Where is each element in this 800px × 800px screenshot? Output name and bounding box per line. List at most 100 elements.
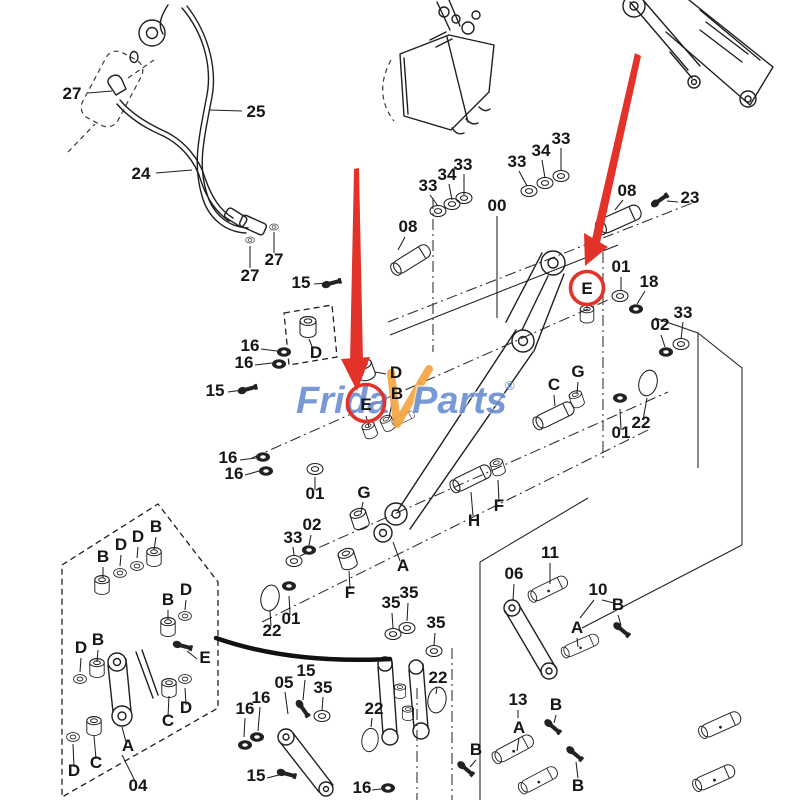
label-B-bushing: B: [162, 590, 174, 609]
label-01-washer: 01: [612, 257, 631, 276]
label-16-nut: 16: [236, 699, 255, 718]
bushing-kit-box: [61, 503, 219, 799]
label-02-washer: 02: [651, 315, 670, 334]
label-33-washer: 33: [552, 129, 571, 148]
label-24-hose: 24: [132, 164, 151, 183]
label-34-washer: 34: [438, 165, 457, 184]
label-D-ring: D: [180, 580, 192, 599]
label-13-group: 13: [509, 690, 528, 709]
link-04-assembly: [107, 649, 159, 727]
label-D-ring: D: [132, 527, 144, 546]
label-B-bushing: B: [150, 517, 162, 536]
label-34-washer: 34: [532, 141, 551, 160]
link-22-assembly: [377, 656, 430, 746]
label-H-pin: H: [468, 511, 480, 530]
red-arrow-left-shaft: [350, 168, 363, 363]
link-06-assembly: [503, 599, 558, 680]
label-16-nut: 16: [219, 448, 238, 467]
label-A-link: A: [122, 736, 134, 755]
label-01-washer: 01: [306, 484, 325, 503]
label-B-bolt: B: [470, 740, 482, 759]
watermark: Frida Parts ®: [295, 365, 515, 428]
label-27-clamp: 27: [63, 84, 82, 103]
label-33-washer: 33: [284, 528, 303, 547]
label-D-bushing: D: [390, 363, 402, 382]
label-15-bolt: 15: [292, 273, 311, 292]
label-16-nut: 16: [225, 464, 244, 483]
label-22-seal: 22: [632, 413, 651, 432]
red-arrow-right-head: [584, 233, 608, 266]
label-00-link: 00: [488, 196, 507, 215]
red-arrow-left-head: [341, 357, 370, 391]
kit-box-callout-curve: [213, 635, 393, 663]
link-05-assembly: [277, 728, 334, 797]
label-16-nut: 16: [353, 778, 372, 797]
label-27-oring2: 27: [265, 250, 284, 269]
label-B-bolt: B: [612, 595, 624, 614]
label-33-washer: 33: [508, 152, 527, 171]
label-04-kit: 04: [129, 776, 148, 795]
hardware-parts: [66, 169, 744, 797]
arm-sketch: [622, 0, 774, 108]
label-25-hose: 25: [247, 102, 266, 121]
label-35-washer: 35: [382, 593, 401, 612]
label-D-bushing: D: [310, 343, 322, 362]
label-C-bushing: C: [90, 753, 102, 772]
label-B-bolt: B: [572, 776, 584, 795]
watermark-registered-mark: ®: [505, 378, 515, 393]
label-F-bushing: F: [345, 583, 355, 602]
axis-lines: [251, 198, 743, 800]
label-E-circled: E: [581, 279, 592, 298]
label-D-ring: D: [115, 535, 127, 554]
label-G-bushing: G: [357, 483, 370, 502]
label-01-washer: 01: [612, 423, 631, 442]
label-A-pin: A: [513, 718, 525, 737]
label-D-ring: D: [180, 698, 192, 717]
label-16-nut: 16: [241, 336, 260, 355]
label-E-bolt: E: [199, 648, 210, 667]
red-arrow-right-shaft: [592, 53, 641, 243]
red-circle-center-E: [345, 382, 387, 424]
watermark-right: Parts: [412, 380, 507, 422]
label-08-pin: 08: [618, 181, 637, 200]
label-08-pin: 08: [399, 217, 418, 236]
label-C-pin: C: [548, 375, 560, 394]
label-15-bolt: 15: [206, 381, 225, 400]
label-B-bushing: B: [97, 547, 109, 566]
label-35-washer: 35: [427, 613, 446, 632]
bucket-sketch: [382, 0, 495, 135]
label-F-bushing: F: [494, 496, 504, 515]
label-A-pin: A: [571, 618, 583, 637]
label-35-washer: 35: [314, 678, 333, 697]
label-16-nut: 16: [252, 688, 271, 707]
label-33-washer: 33: [454, 155, 473, 174]
label-16-nut: 16: [235, 353, 254, 372]
label-11-pin: 11: [541, 543, 559, 562]
label-33-washer: 33: [674, 303, 693, 322]
center-link-assembly: [373, 250, 566, 543]
red-circle-right-E: [568, 269, 606, 307]
d-bushing-box: [283, 304, 338, 366]
label-35-washer: 35: [400, 583, 419, 602]
label-05-link: 05: [275, 673, 294, 692]
part-labels: 27 25 24 27 27 33 34 33 33 34 33 08 00 0…: [63, 84, 700, 797]
hose-group: [67, 4, 279, 244]
label-E-circled: E: [360, 395, 371, 414]
label-02-washer: 02: [303, 515, 322, 534]
label-15-bolt: 15: [297, 661, 316, 680]
label-G-bushing: G: [571, 362, 584, 381]
label-B-bolt: B: [550, 695, 562, 714]
leader-lines: [72, 90, 684, 791]
label-B-bushing: B: [92, 630, 104, 649]
label-D-ring: D: [75, 638, 87, 657]
label-22-seal: 22: [263, 621, 282, 640]
red-annotations: [341, 53, 641, 424]
label-06-link: 06: [505, 564, 524, 583]
label-27-oring: 27: [241, 266, 260, 285]
label-C-bushing: C: [162, 711, 174, 730]
label-A-pin: A: [397, 556, 409, 575]
label-B-bushing: B: [391, 384, 403, 403]
label-22-seal: 22: [429, 668, 448, 687]
